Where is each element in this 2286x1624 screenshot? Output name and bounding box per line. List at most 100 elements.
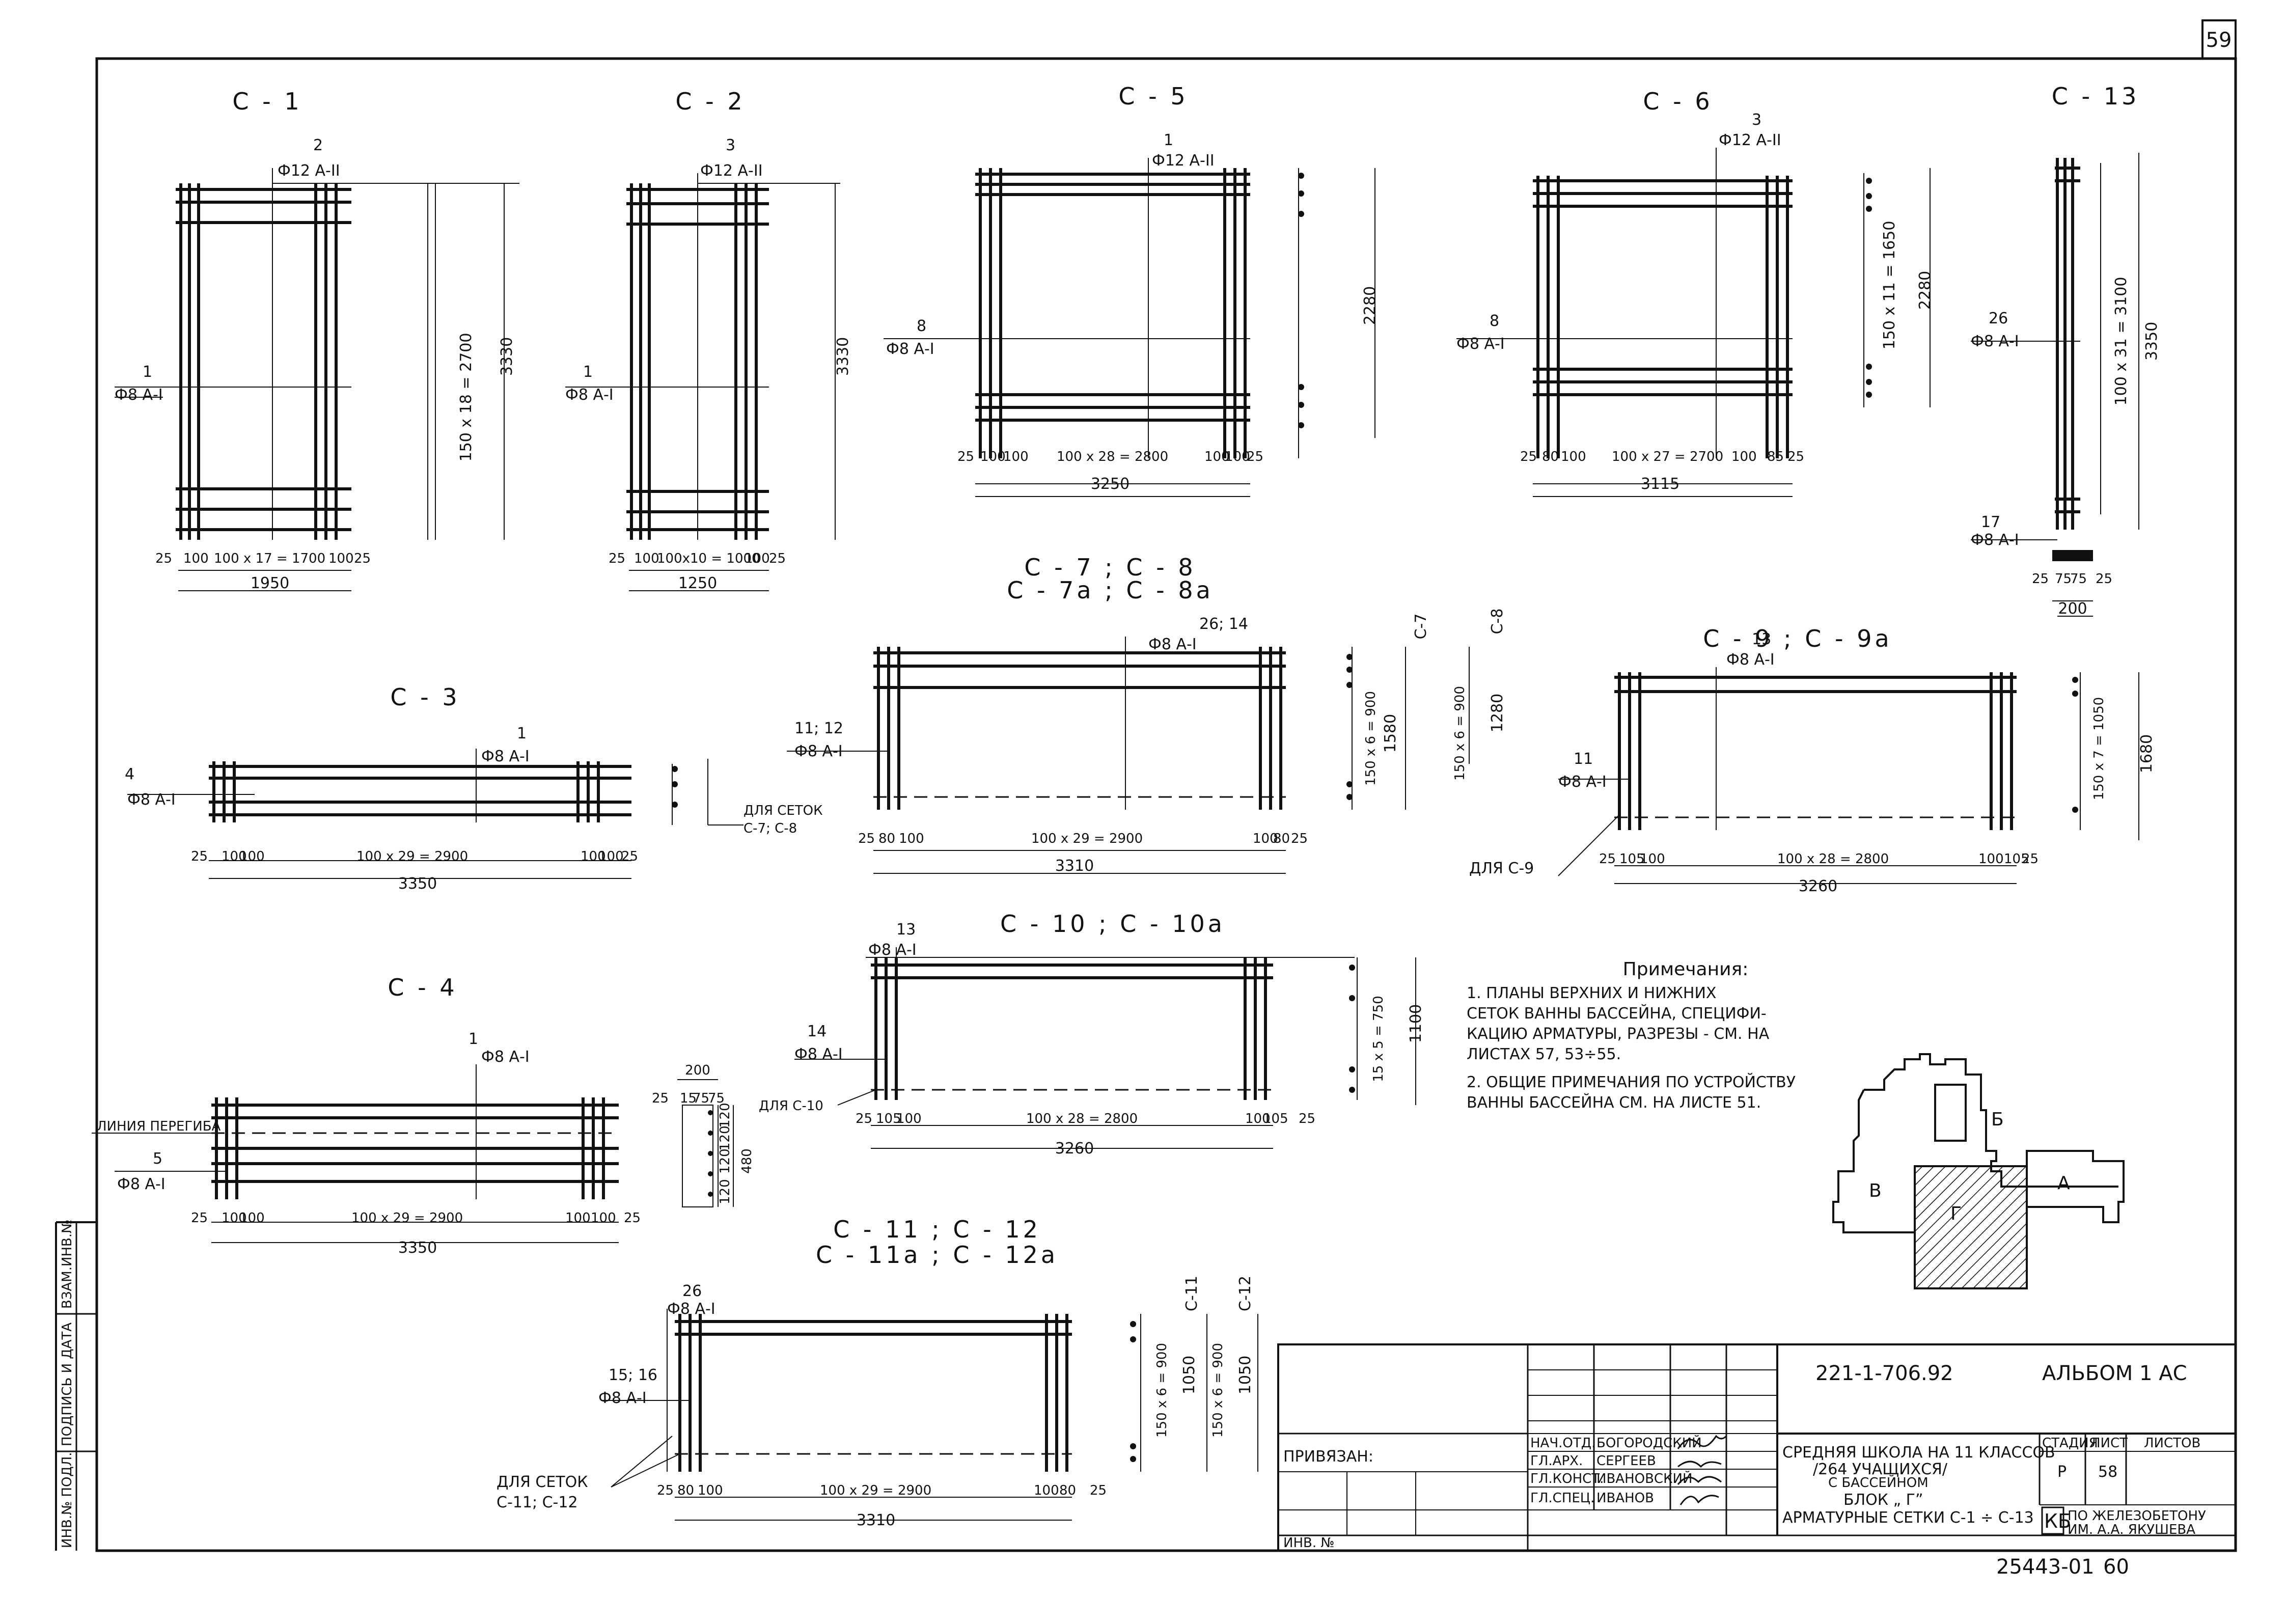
page-number: 59 (2206, 29, 2232, 52)
svg-text:15 x 5 = 750: 15 x 5 = 750 (1371, 996, 1386, 1082)
svg-text:ЛИСТОВ: ЛИСТОВ (2144, 1436, 2200, 1451)
svg-text:26; 14: 26; 14 (1199, 615, 1248, 633)
svg-text:3350: 3350 (398, 1239, 437, 1257)
mesh-title: С - 1 (232, 88, 302, 115)
svg-text:1050: 1050 (1236, 1356, 1254, 1394)
inv-label: ИНВ. № (1283, 1535, 1334, 1551)
mesh-c6: С - 6 3 Ф12 А-II 8 Ф8 А-I 25 80 100 100 … (1456, 88, 1934, 497)
sheet-title: АРМАТУРНЫЕ СЕТКИ С-1 ÷ С-13 (1782, 1509, 2034, 1527)
svg-text:100: 100 (239, 1210, 265, 1226)
svg-text:Ф8 А-I: Ф8 А-I (115, 386, 163, 404)
svg-text:11; 12: 11; 12 (794, 720, 843, 737)
svg-text:100: 100 (183, 551, 209, 566)
svg-text:С-12: С-12 (1236, 1276, 1254, 1311)
svg-text:150 x 6 = 900: 150 x 6 = 900 (1210, 1343, 1226, 1438)
svg-text:105: 105 (2004, 851, 2029, 867)
svg-text:100: 100 (634, 551, 659, 566)
svg-text:Ф12 А-II: Ф12 А-II (700, 162, 763, 180)
org-line2: ИМ. А.А. ЯКУШЕВА (2068, 1522, 2195, 1537)
svg-text:Ф8 А-I: Ф8 А-I (794, 742, 843, 760)
svg-text:15: 15 (680, 1091, 697, 1106)
svg-text:80: 80 (1059, 1483, 1076, 1498)
svg-text:3250: 3250 (1091, 475, 1130, 493)
mesh-c10: С - 10 ; С - 10а 13 Ф8 А-I 14 Ф8 А-I ДЛЯ… (759, 910, 1425, 1158)
svg-text:25: 25 (191, 849, 208, 864)
svg-text:Ф8 А-I: Ф8 А-I (481, 748, 530, 765)
svg-text:25: 25 (1090, 1483, 1107, 1498)
svg-text:Ф8 А-I: Ф8 А-I (1971, 333, 2019, 350)
svg-text:Ф8 А-I: Ф8 А-I (794, 1045, 843, 1063)
mesh-c3: С - 3 1 Ф8 А-I 4 Ф8 А-I 25 100 100 100 x… (125, 683, 823, 893)
svg-text:25: 25 (858, 831, 875, 846)
svg-text:120: 120 (718, 1103, 733, 1128)
svg-text:Ф8 А-I: Ф8 А-I (1456, 335, 1505, 353)
svg-text:120: 120 (718, 1148, 733, 1174)
svg-text:Ф8 А-I: Ф8 А-I (127, 791, 176, 809)
svg-text:26: 26 (1989, 310, 2008, 327)
svg-text:С - 11а ; С - 12а: С - 11а ; С - 12а (816, 1241, 1058, 1269)
key-plan (1832, 1053, 2125, 1289)
svg-text:14: 14 (807, 1023, 827, 1040)
keyplan-label-a: А (2057, 1173, 2070, 1194)
svg-text:С-11: С-11 (1183, 1276, 1201, 1311)
svg-text:100: 100 (591, 1210, 616, 1226)
svg-text:1: 1 (517, 725, 527, 742)
svg-text:105: 105 (876, 1111, 901, 1126)
svg-text:Ф8 А-I: Ф8 А-I (886, 340, 934, 358)
svg-text:25: 25 (1787, 449, 1804, 464)
mesh-c13: С - 13 26 Ф8 А-I 17 Ф8 А-I 25 75 75 25 2… (1971, 82, 2161, 618)
svg-text:ЛИНИЯ ПЕРЕГИБА: ЛИНИЯ ПЕРЕГИБА (97, 1119, 221, 1134)
svg-text:Ф8 А-I: Ф8 А-I (1726, 651, 1775, 669)
svg-text:С - 13: С - 13 (2052, 82, 2140, 110)
svg-text:ИВАНОВ: ИВАНОВ (1596, 1491, 1654, 1506)
svg-text:С - 6: С - 6 (1643, 88, 1713, 115)
svg-text:100: 100 (1731, 449, 1757, 464)
svg-text:СЕТОК ВАННЫ БАССЕЙНА, СПЕЦИФИ-: СЕТОК ВАННЫ БАССЕЙНА, СПЕЦИФИ- (1467, 1004, 1767, 1023)
svg-text:С - 5: С - 5 (1118, 82, 1188, 110)
margin-label-replace: ВЗАМ.ИНВ.№ (60, 1220, 75, 1309)
svg-text:3260: 3260 (1799, 877, 1837, 895)
svg-text:25: 25 (769, 551, 786, 566)
svg-text:2280: 2280 (1916, 271, 1934, 310)
svg-text:100: 100 (598, 849, 624, 864)
svg-text:С - 9 ; С - 9а: С - 9 ; С - 9а (1703, 625, 1892, 652)
svg-text:Ф8 А-I: Ф8 А-I (565, 386, 614, 404)
svg-text:105: 105 (1263, 1111, 1288, 1126)
bottom-code: 25443-01 (1996, 1555, 2095, 1579)
svg-text:100 x 29 = 2900: 100 x 29 = 2900 (820, 1483, 931, 1498)
svg-text:25: 25 (2096, 571, 2112, 587)
svg-text:25: 25 (191, 1210, 208, 1226)
svg-text:С - 3: С - 3 (390, 683, 460, 711)
svg-text:Ф8 А-I: Ф8 А-I (1148, 636, 1197, 653)
svg-text:100 x 17 = 1700: 100 x 17 = 1700 (214, 551, 325, 566)
svg-text:Ф8 А-I: Ф8 А-I (481, 1048, 530, 1066)
svg-text:ДЛЯ С-9: ДЛЯ С-9 (1469, 860, 1534, 877)
project-line2: /264 УЧАЩИХСЯ/ (1813, 1461, 1948, 1478)
svg-text:100: 100 (1978, 851, 2004, 867)
svg-text:25: 25 (1247, 449, 1263, 464)
svg-text:3330: 3330 (834, 337, 852, 376)
svg-text:100: 100 (328, 551, 354, 566)
svg-text:2280: 2280 (1361, 286, 1379, 325)
svg-text:1100: 1100 (1407, 1004, 1425, 1043)
svg-text:1250: 1250 (678, 574, 717, 592)
svg-text:120: 120 (718, 1179, 733, 1204)
svg-text:100: 100 (1245, 1111, 1271, 1126)
svg-text:3350: 3350 (398, 875, 437, 893)
notes-heading: Примечания: (1623, 959, 1749, 980)
svg-text:25: 25 (657, 1483, 674, 1498)
svg-text:С - 2: С - 2 (675, 88, 745, 115)
keyplan-label-v: В (1869, 1180, 1882, 1201)
svg-text:1580: 1580 (1382, 714, 1399, 753)
svg-text:26: 26 (682, 1282, 702, 1300)
svg-text:3350: 3350 (2143, 322, 2161, 361)
svg-text:150 x 18 = 2700: 150 x 18 = 2700 (457, 333, 475, 462)
svg-text:1680: 1680 (2138, 734, 2156, 773)
svg-text:С-7: С-7 (1412, 614, 1430, 640)
svg-text:150 x 7 = 1050: 150 x 7 = 1050 (2091, 697, 2107, 801)
svg-text:Ф12 А-II: Ф12 А-II (1152, 152, 1215, 170)
svg-text:25: 25 (856, 1111, 872, 1126)
svg-text:Ф12 А-II: Ф12 А-II (1719, 131, 1781, 149)
svg-text:11: 11 (1574, 750, 1593, 768)
